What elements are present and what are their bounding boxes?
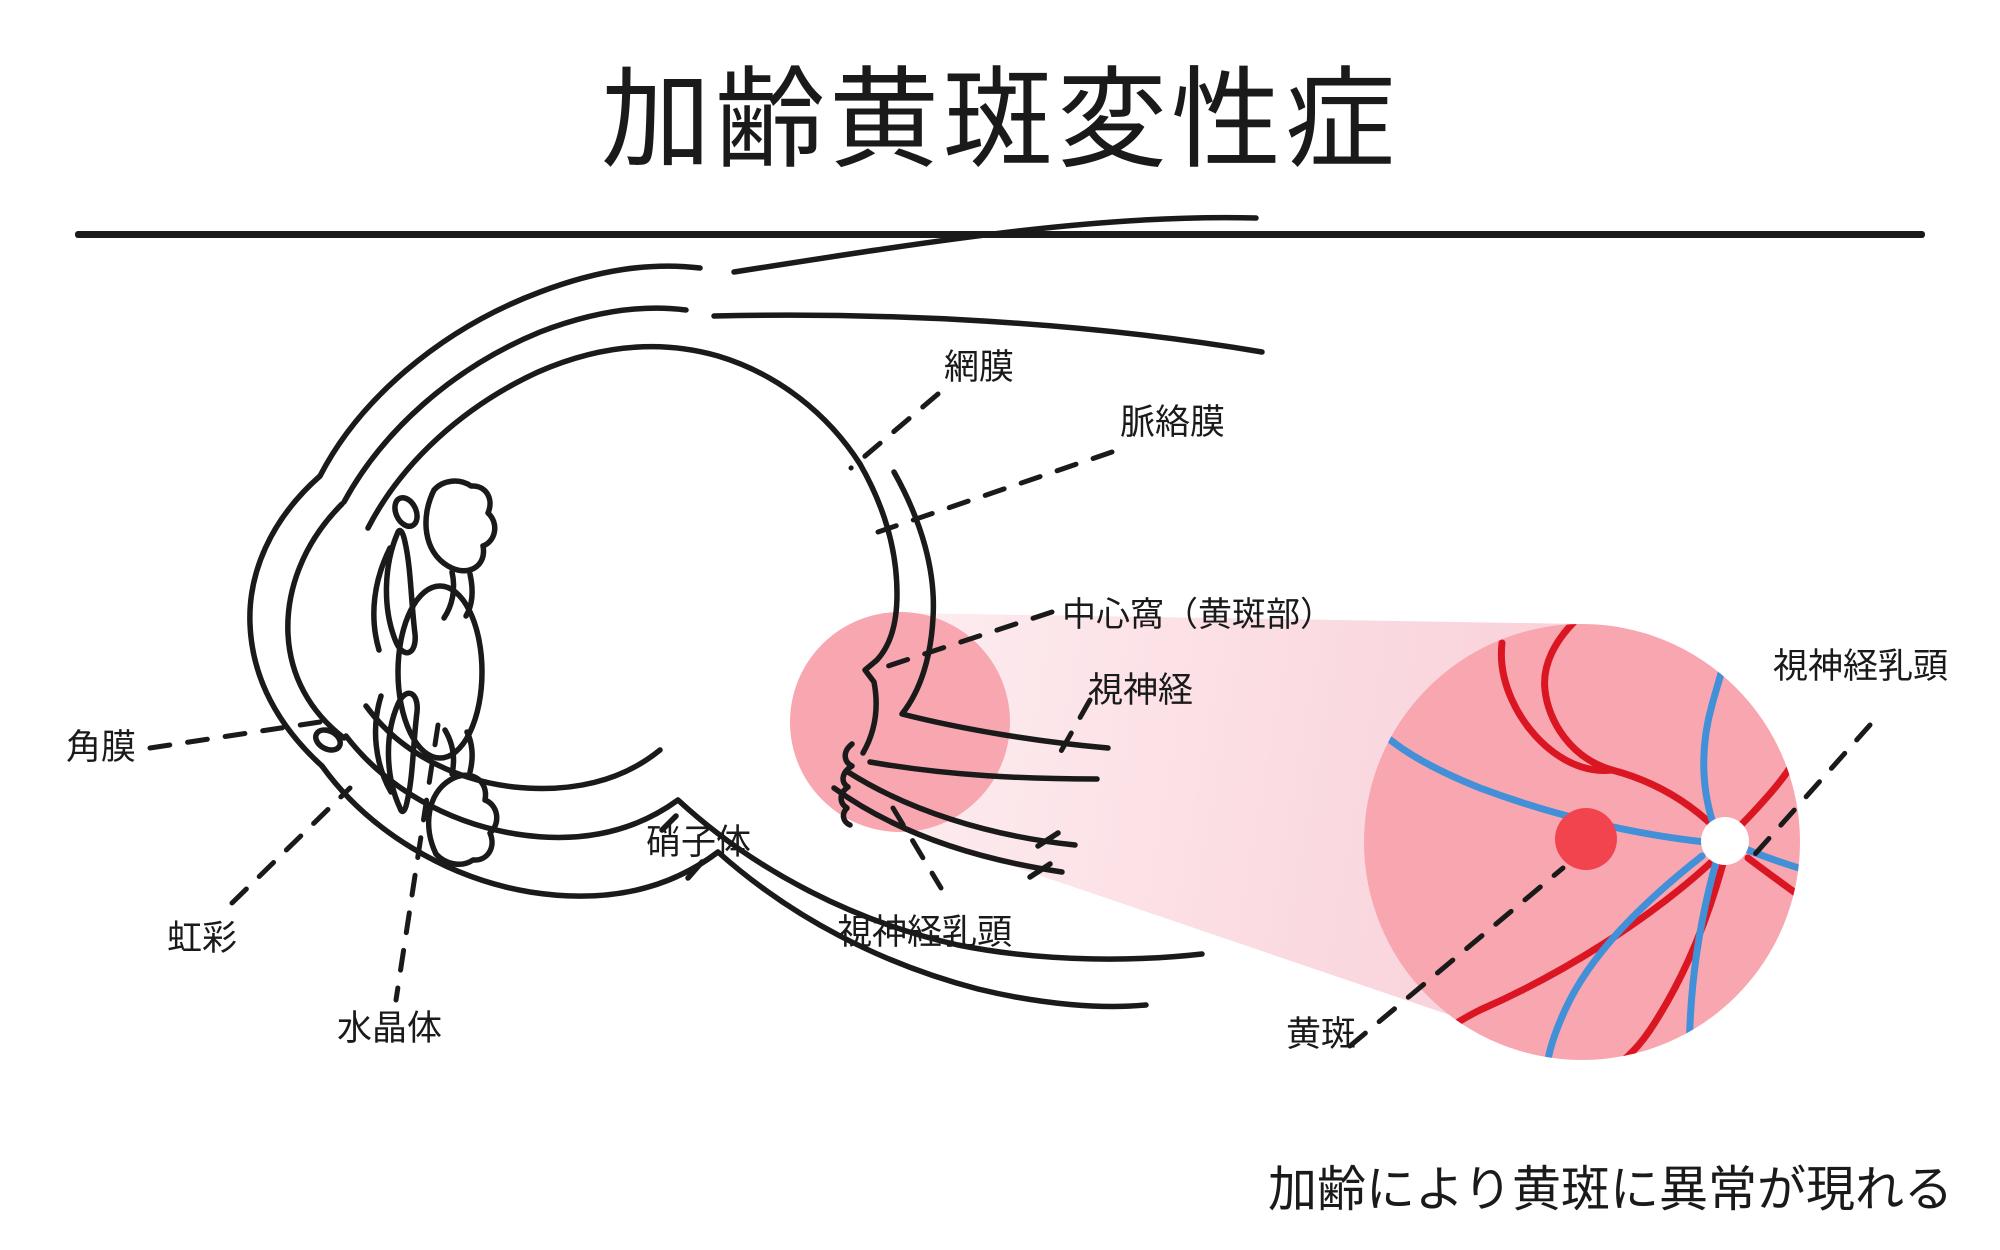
leader-lens (393, 722, 441, 1003)
break-tick (659, 813, 679, 833)
anterior-chamber-line-top (371, 545, 393, 653)
label-cornea: 角膜 (66, 728, 137, 768)
label-optic-disc-left: 視神経乳頭 (837, 913, 1013, 953)
choroid-bottom (343, 733, 1205, 962)
iris-root-oval-bottom (313, 727, 343, 753)
optic-nerve-upper-inner (867, 759, 1100, 782)
leader-macula (1347, 865, 1566, 1049)
lens-outline (395, 583, 485, 761)
label-retina: 網膜 (944, 348, 1015, 388)
retina-top (365, 343, 863, 531)
break-tick (1035, 830, 1061, 849)
macula-shape (1555, 808, 1617, 870)
retina-bottom (363, 703, 663, 792)
cornea-outline (247, 473, 325, 769)
eye-cross-section (247, 214, 1265, 1010)
zonule-line (441, 569, 457, 621)
title-divider (75, 231, 1925, 238)
sclera-bottom (319, 763, 1149, 1010)
label-choroid: 脈絡膜 (1120, 403, 1226, 443)
cornea-inner-line (285, 501, 347, 741)
page-title: 加齢黄斑変性症 (601, 56, 1399, 184)
label-iris: 虹彩 (167, 919, 238, 959)
optic-nerve-lower-outer (831, 785, 1065, 875)
iris-root-oval-top (392, 495, 420, 529)
leader-choroid (875, 449, 1115, 535)
zonule-line (442, 727, 457, 777)
ciliary-body-top (423, 478, 498, 574)
leader-retina (848, 391, 941, 471)
label-optic-nerve: 視神経 (1088, 671, 1194, 711)
choroid-flare (711, 312, 1265, 355)
label-leader-lines (147, 391, 1873, 1049)
posterior-wall-to-nerve (891, 469, 1111, 751)
label-vitreous-body: 硝子体 (646, 823, 752, 863)
sclera-flare (731, 214, 1259, 275)
label-lens: 水晶体 (337, 1009, 443, 1049)
sclera-top (317, 263, 703, 479)
zonule-line (464, 729, 475, 775)
label-macula: 黄斑 (1286, 1015, 1357, 1055)
leader-cornea (147, 717, 336, 751)
anterior-chamber-line-bottom (372, 693, 394, 795)
label-fovea-macular-area: 中心窩（黄斑部） (1062, 595, 1334, 635)
break-tick (1027, 861, 1053, 880)
zonule-line (463, 571, 475, 619)
leader-optic-nerve (1053, 697, 1093, 763)
retinal-vessels (1384, 624, 1800, 1060)
optic-nerve-head-squiggle (838, 741, 855, 828)
leader-optic-disc-left (890, 805, 944, 891)
break-tick (685, 859, 705, 881)
choroid-top (341, 305, 689, 505)
iris-leaf-bottom (385, 690, 420, 815)
label-optic-disc-right: 視神経乳頭 (1773, 647, 1949, 687)
bottom-caption: 加齢により黄斑に異常が現れる (1268, 1161, 1954, 1218)
leader-fovea (879, 609, 1055, 671)
leader-optic-disc-right (1745, 722, 1873, 865)
artery-red-vessels (1434, 624, 1800, 1060)
iris-leaf-top (383, 527, 418, 656)
ciliary-body-bottom (425, 772, 500, 867)
leader-iris (229, 785, 353, 906)
retina-posterior-fovea (857, 461, 900, 756)
optic-disc-shape (1701, 817, 1749, 865)
